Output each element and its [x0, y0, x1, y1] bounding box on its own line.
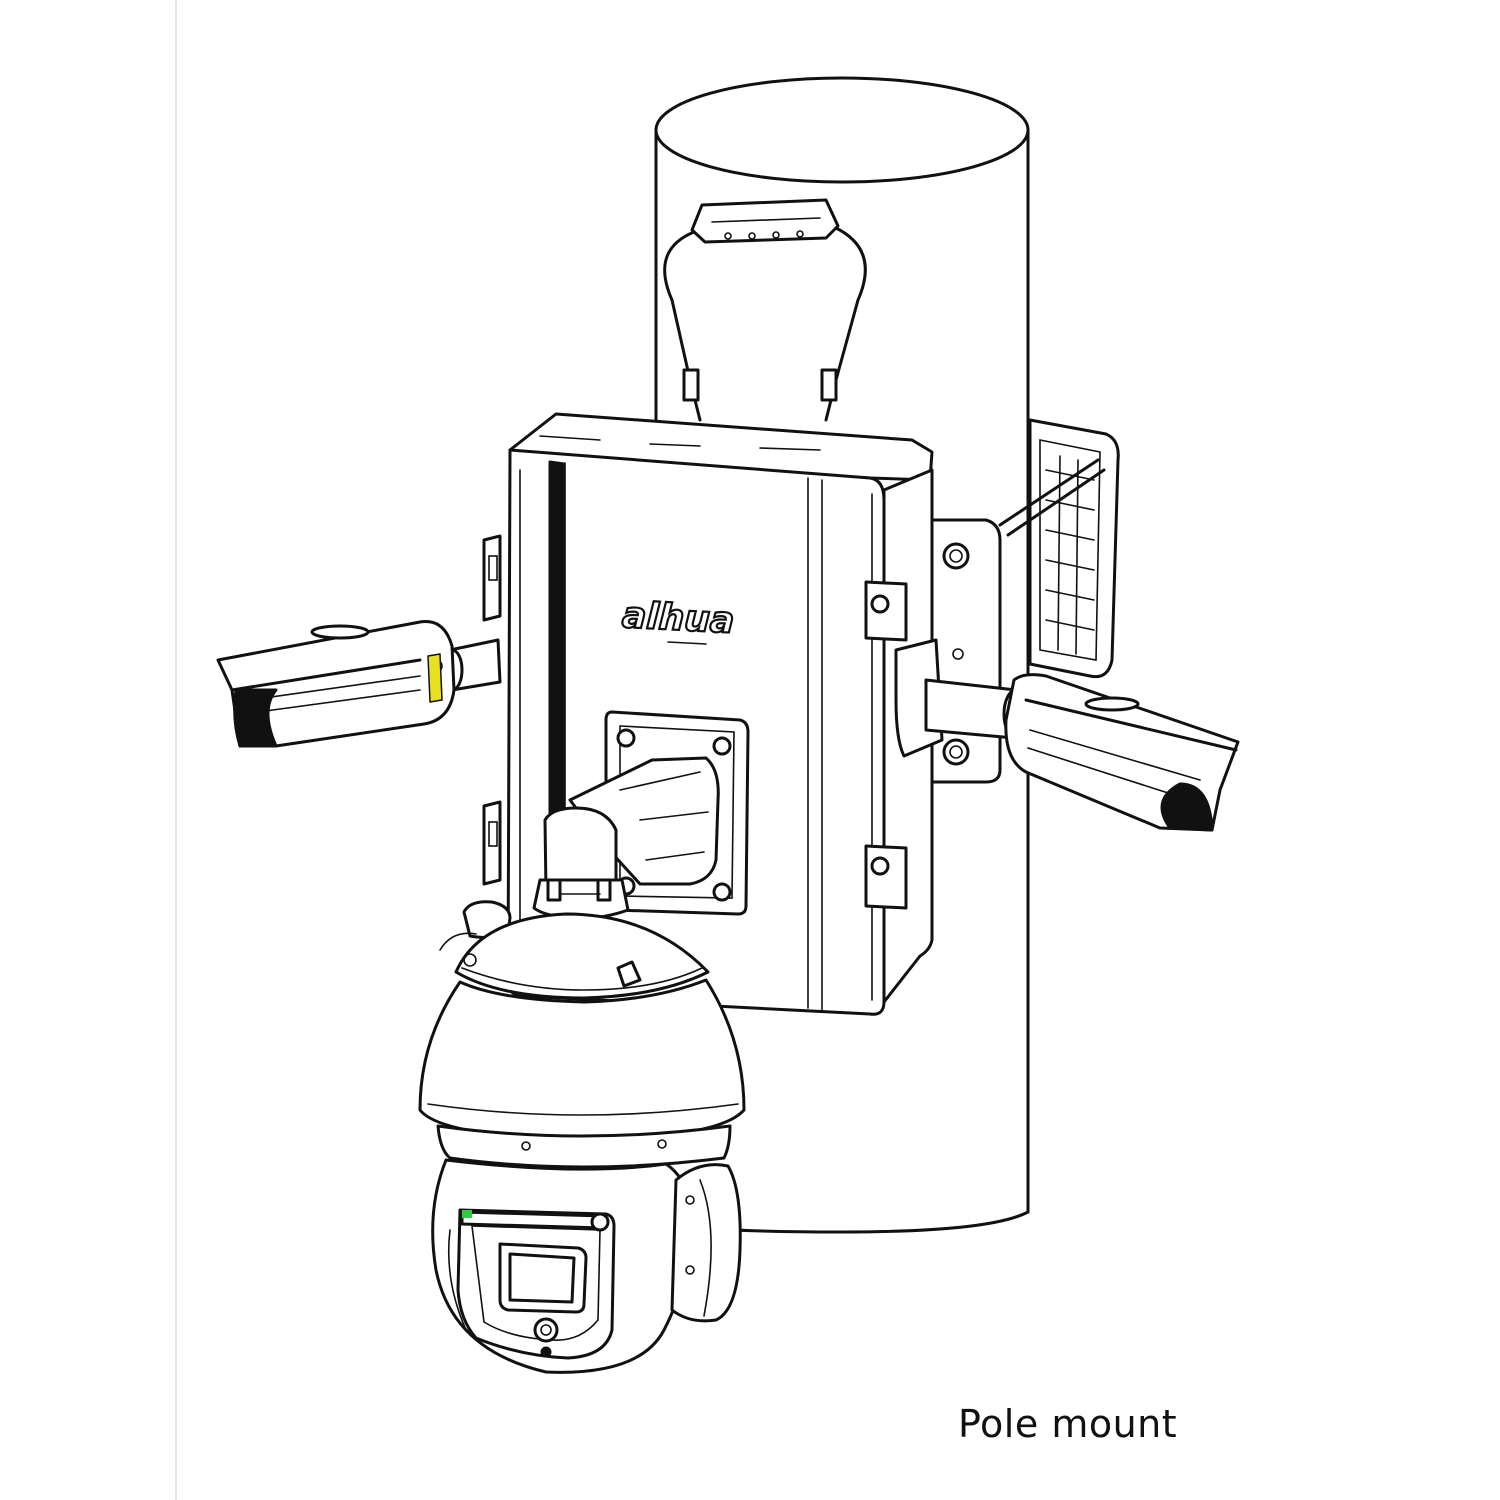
ptz-dome-camera	[418, 878, 746, 1374]
bullet-camera-left	[216, 620, 502, 748]
bullet-camera-right	[924, 673, 1240, 832]
figure-caption: Pole mount	[958, 1402, 1178, 1446]
wall-mount-arm	[538, 710, 750, 916]
lifting-handle	[663, 198, 867, 422]
logo-text: alhua	[621, 595, 735, 642]
brand-logo: alhua	[620, 594, 736, 645]
